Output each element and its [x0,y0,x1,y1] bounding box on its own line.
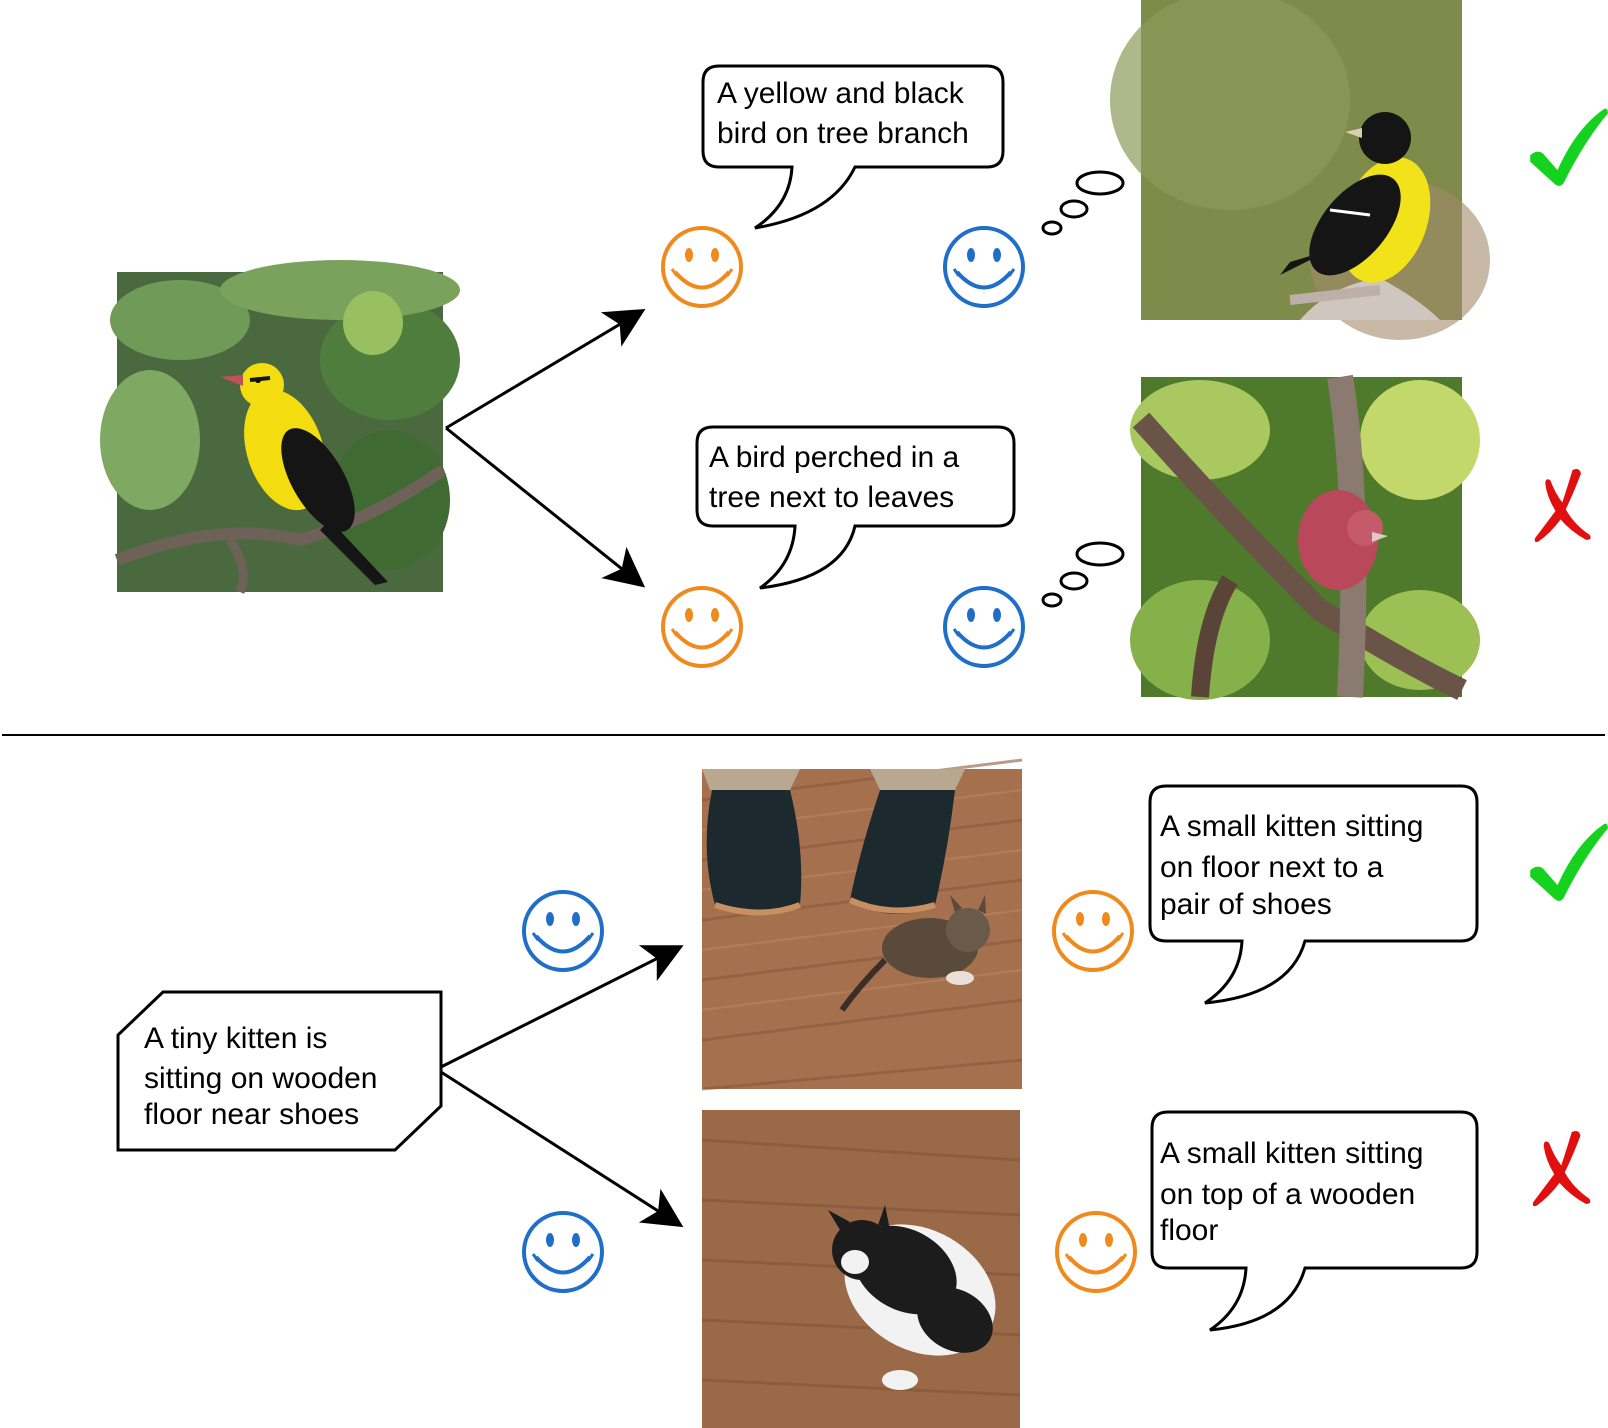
caption-4-line-1: A small kitten sitting [1160,1137,1423,1170]
caption-4-line-2: on top of a wooden [1160,1178,1415,1211]
caption-3-line-1: A small kitten sitting [1160,810,1423,843]
generated-kitten-image-1 [701,758,1023,1091]
listener-smiley-icon-2 [943,586,1025,668]
thought-bubble-2 [1041,541,1125,608]
source-bird-image [100,260,460,594]
generated-bird-image-1 [1110,0,1490,340]
caption-4-line-3: floor [1160,1214,1218,1247]
speech-bubble-caption-2: A bird perched in a tree next to leaves [695,425,1016,590]
caption-2-line-2: tree next to leaves [709,481,954,514]
listener-smiley-icon-1 [943,226,1025,308]
generated-bird-image-2 [1130,374,1480,700]
generated-kitten-image-2 [701,1110,1021,1428]
caption-1-line-2: bird on tree branch [717,117,969,150]
speaker-smiley-icon-4 [1055,1211,1137,1293]
fork-arrows-top [445,308,646,588]
fork-arrows-bottom [440,945,684,1228]
speaker-smiley-icon-1 [661,226,743,308]
speech-bubble-caption-3: A small kitten sitting on floor next to … [1148,784,1479,1005]
generator-smiley-icon-1 [522,890,604,972]
cross-mark-icon-1 [1534,469,1591,542]
check-mark-icon-2 [1530,823,1608,901]
thought-bubble-1 [1041,170,1125,236]
speech-bubble-caption-4: A small kitten sitting on top of a woode… [1150,1110,1479,1332]
source-caption-line-1: A tiny kitten is [144,1022,327,1055]
speaker-smiley-icon-2 [661,586,743,668]
generator-smiley-icon-2 [522,1211,604,1293]
caption-1-line-1: A yellow and black [717,77,965,110]
source-caption-line-3: floor near shoes [144,1098,359,1131]
source-caption-line-2: sitting on wooden [144,1062,378,1095]
speech-bubble-caption-1: A yellow and black bird on tree branch [701,64,1005,230]
caption-3-line-2: on floor next to a [1160,851,1384,884]
speaker-smiley-icon-3 [1052,890,1134,972]
caption-3-line-3: pair of shoes [1160,888,1332,921]
caption-2-line-1: A bird perched in a [709,441,959,474]
source-caption-box: A tiny kitten is sitting on wooden floor… [116,990,443,1152]
check-mark-icon-1 [1530,108,1608,186]
cross-mark-icon-2 [1532,1130,1591,1207]
